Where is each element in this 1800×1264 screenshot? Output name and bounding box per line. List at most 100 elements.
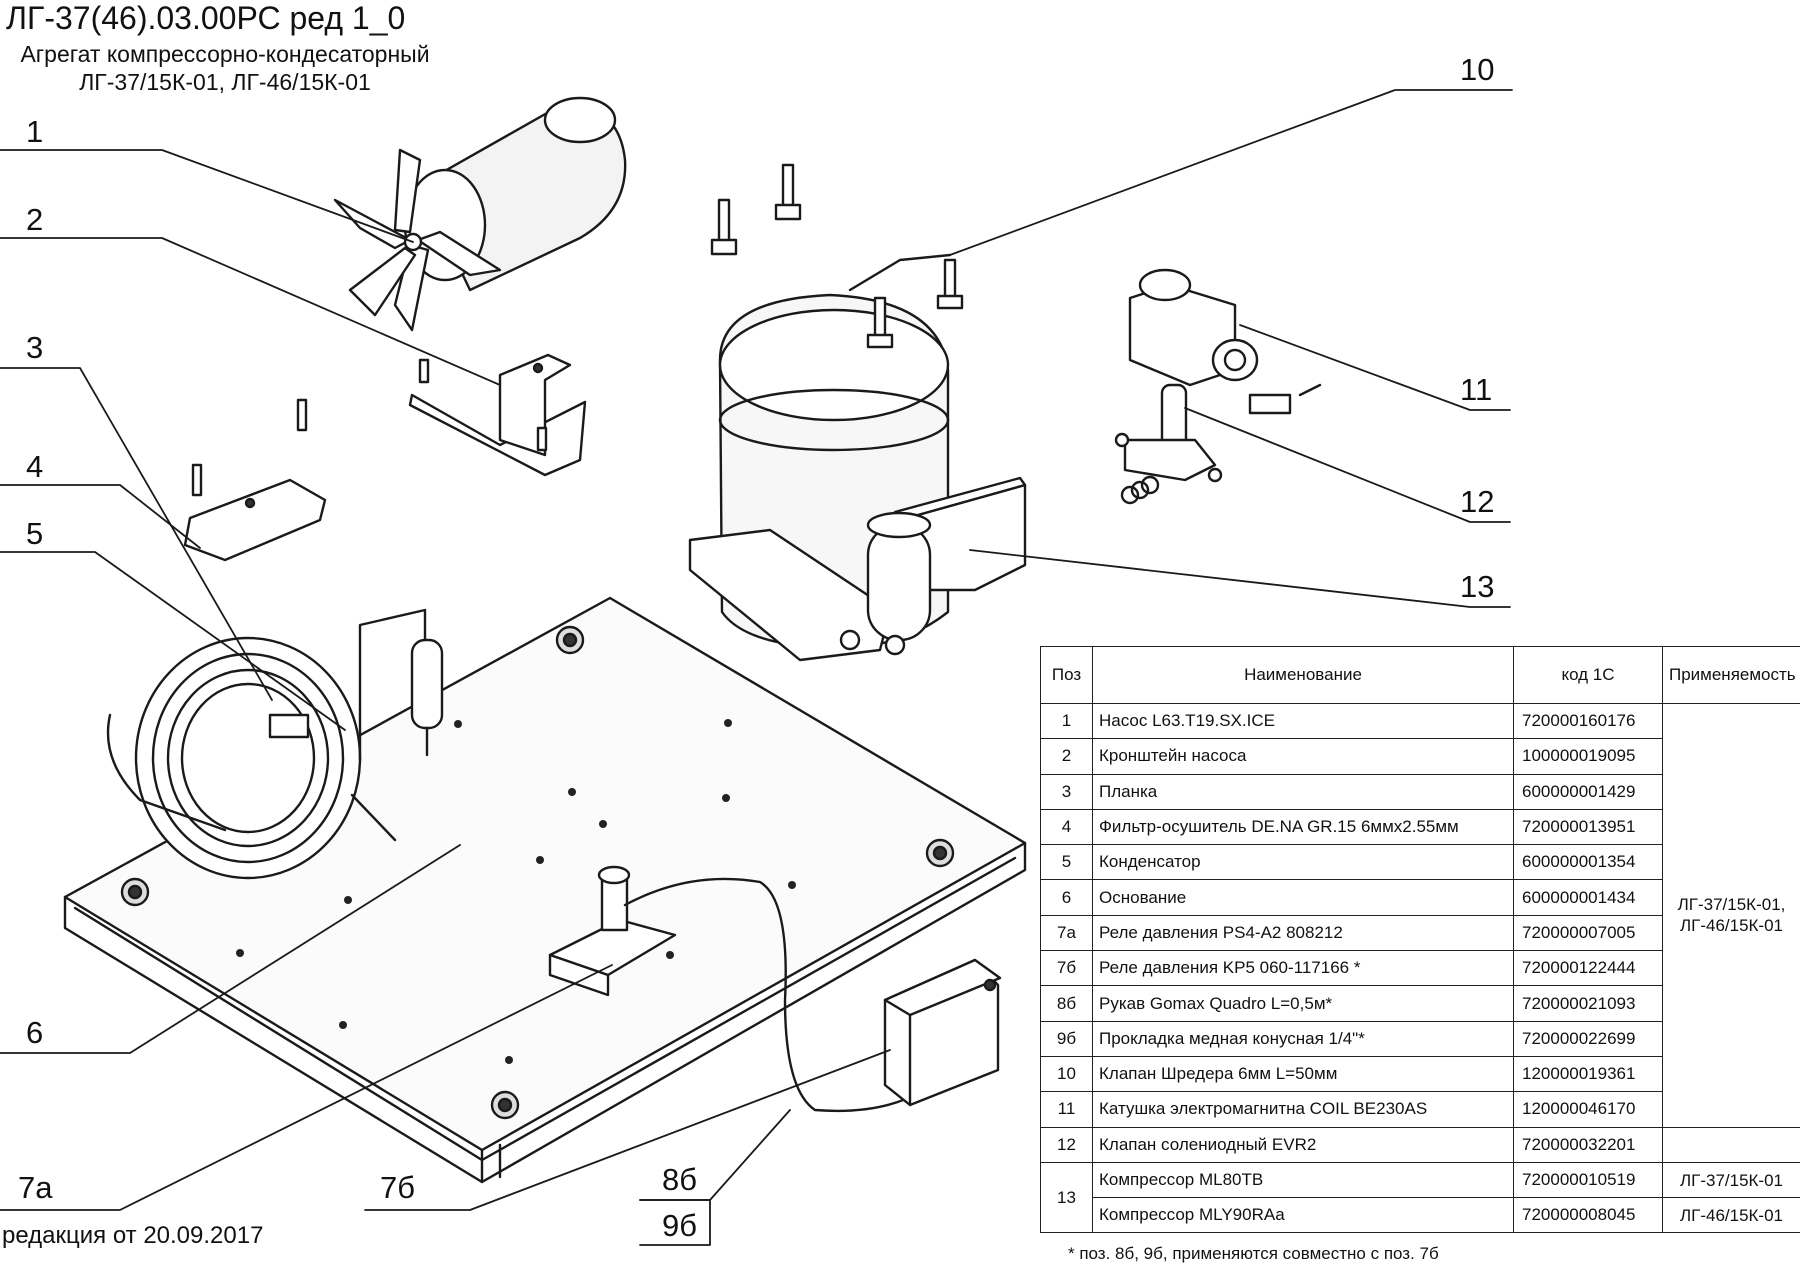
row-code: 600000001429 (1513, 773, 1663, 810)
assembly-models: ЛГ-37/15К-01, ЛГ-46/15К-01 (79, 69, 371, 95)
row-pos: 5 (1040, 844, 1093, 881)
table-row: Компрессор MLY90RAa 720000008045 ЛГ-46/1… (1041, 1197, 1800, 1234)
row-pos: 13 (1040, 1161, 1093, 1234)
row-name: Основание (1092, 879, 1514, 916)
row-name: Прокладка медная конусная 1/4"* (1092, 1020, 1514, 1057)
row-code: 120000046170 (1513, 1091, 1663, 1128)
callout-8b: 8б (662, 1162, 697, 1197)
table-row: 6 Основание 600000001434 (1040, 879, 1800, 916)
callout-13: 13 (1460, 569, 1494, 604)
row-name: Катушка электромагнитна COIL BE230AS (1092, 1091, 1514, 1128)
callout-9b: 9б (662, 1208, 697, 1243)
row-code: 720000122444 (1513, 950, 1663, 987)
solenoid-coil (1128, 268, 1322, 415)
row-code: 720000022699 (1513, 1020, 1663, 1057)
row-code: 600000001354 (1513, 844, 1663, 881)
row-pos: 6 (1040, 879, 1093, 916)
callout-2: 2 (26, 202, 43, 237)
table-row: 11 Катушка электромагнитна COIL BE230AS … (1040, 1091, 1800, 1128)
row-code: 720000021093 (1513, 985, 1663, 1022)
row-name: Клапан Шредера 6мм L=50мм (1092, 1055, 1514, 1093)
row-applicability: ЛГ-46/15К-01 (1662, 1197, 1800, 1234)
solenoid-valve (1114, 383, 1223, 505)
row-applicability: ЛГ-37/15К-01 (1662, 1161, 1800, 1199)
row-pos: 9б (1040, 1020, 1093, 1057)
callout-7b: 7б (380, 1170, 415, 1205)
row-code: 720000160176 (1513, 702, 1663, 740)
row-pos: 7а (1040, 914, 1093, 952)
row-pos: 10 (1040, 1055, 1093, 1093)
table-row: 1 Насос L63.T19.SX.ICE 720000160176 ЛГ-3… (1040, 702, 1800, 1128)
table-row: 3 Планка 600000001429 (1040, 773, 1800, 810)
revision-date: редакция от 20.09.2017 (2, 1222, 264, 1249)
row-code: 600000001434 (1513, 879, 1663, 916)
assembly-title: Агрегат компрессорно-кондесаторный (20, 41, 430, 67)
pressure-relay-7a (548, 865, 677, 997)
row-pos: 11 (1040, 1091, 1093, 1128)
row-code: 720000013951 (1513, 808, 1663, 846)
row-pos: 12 (1040, 1126, 1093, 1163)
callout-5: 5 (26, 516, 43, 551)
callout-numbers: 1 2 3 4 5 6 7а 7б 8б 9б 10 11 12 13 (18, 52, 1494, 1243)
row-pos: 2 (1040, 738, 1093, 775)
row-code: 720000008045 (1513, 1197, 1663, 1234)
condenser-coil (106, 608, 427, 880)
pressure-relay-7b (623, 877, 1002, 1113)
row-code: 120000019361 (1513, 1055, 1663, 1093)
table-row: 7б Реле давления KP5 060-117166 * 720000… (1040, 950, 1800, 987)
table-row: 12 Клапан солениодный EVR2 720000032201 (1040, 1126, 1800, 1163)
parts-table: Поз Наименование код 1С Применяемость 1 … (1040, 646, 1800, 1234)
row-pos: 3 (1040, 773, 1093, 810)
row-pos: 8б (1040, 985, 1093, 1022)
row-name: Насос L63.T19.SX.ICE (1092, 702, 1514, 740)
row-name: Фильтр-осушитель DE.NA GR.15 6ммх2.55мм (1092, 808, 1514, 846)
row-name: Конденсатор (1092, 844, 1514, 881)
row-name: Рукав Gomax Quadro L=0,5м* (1092, 985, 1514, 1022)
row-code: 100000019095 (1513, 738, 1663, 775)
row-pos: 4 (1040, 808, 1093, 846)
header-pos: Поз (1040, 646, 1093, 704)
header-name: Наименование (1092, 646, 1514, 704)
row-name: Клапан солениодный EVR2 (1092, 1126, 1514, 1163)
table-row: 8б Рукав Gomax Quadro L=0,5м* 7200000210… (1040, 985, 1800, 1022)
table-row: 7а Реле давления PS4-A2 808212 720000007… (1040, 914, 1800, 952)
row-name: Компрессор MLY90RAa (1092, 1197, 1514, 1234)
table-row: 4 Фильтр-осушитель DE.NA GR.15 6ммх2.55м… (1040, 808, 1800, 846)
parts-table-header: Поз Наименование код 1С Применяемость (1040, 646, 1800, 704)
mounting-plank (183, 398, 327, 562)
row-name: Кронштейн насоса (1092, 738, 1514, 775)
pump-bracket (408, 353, 587, 477)
row-name: Реле давления KP5 060-117166 * (1092, 950, 1514, 987)
row-code: 720000032201 (1513, 1126, 1663, 1163)
row-name: Планка (1092, 773, 1514, 810)
callout-leaders (0, 89, 1513, 1246)
document-code: ЛГ-37(46).03.00РС ред 1_0 (6, 0, 406, 36)
header-code: код 1С (1513, 646, 1663, 704)
table-footnote: * поз. 8б, 9б, применяются совместно с п… (1068, 1244, 1439, 1263)
filter-drier (410, 638, 444, 757)
fastener-bolts (710, 163, 964, 349)
row-pos: 1 (1040, 702, 1093, 740)
row-code: 720000010519 (1513, 1161, 1663, 1199)
pump-with-fan (333, 96, 627, 332)
callout-7a: 7а (18, 1170, 53, 1205)
header-applicability: Применяемость (1662, 646, 1800, 704)
row-name: Компрессор ML80TB (1092, 1161, 1514, 1199)
applicability-line-1: ЛГ-37/15К-01, (1677, 895, 1786, 915)
callout-6: 6 (26, 1015, 43, 1050)
shared-applicability: ЛГ-37/15К-01, ЛГ-46/15К-01 (1662, 703, 1800, 1128)
compressor (688, 253, 1027, 662)
table-row: 2 Кронштейн насоса 100000019095 (1040, 738, 1800, 775)
callout-11: 11 (1460, 372, 1492, 407)
callout-1: 1 (26, 114, 43, 149)
callout-10: 10 (1460, 52, 1494, 87)
row-name: Реле давления PS4-A2 808212 (1092, 914, 1514, 952)
row-pos: 7б (1040, 950, 1093, 987)
row-code: 720000007005 (1513, 914, 1663, 952)
callout-3: 3 (26, 330, 43, 365)
table-row: 13 Компрессор ML80TB 720000010519 ЛГ-37/… (1040, 1161, 1800, 1234)
table-row: 5 Конденсатор 600000001354 (1040, 844, 1800, 881)
callout-4: 4 (26, 449, 43, 484)
applicability-line-2: ЛГ-46/15К-01 (1679, 916, 1784, 936)
